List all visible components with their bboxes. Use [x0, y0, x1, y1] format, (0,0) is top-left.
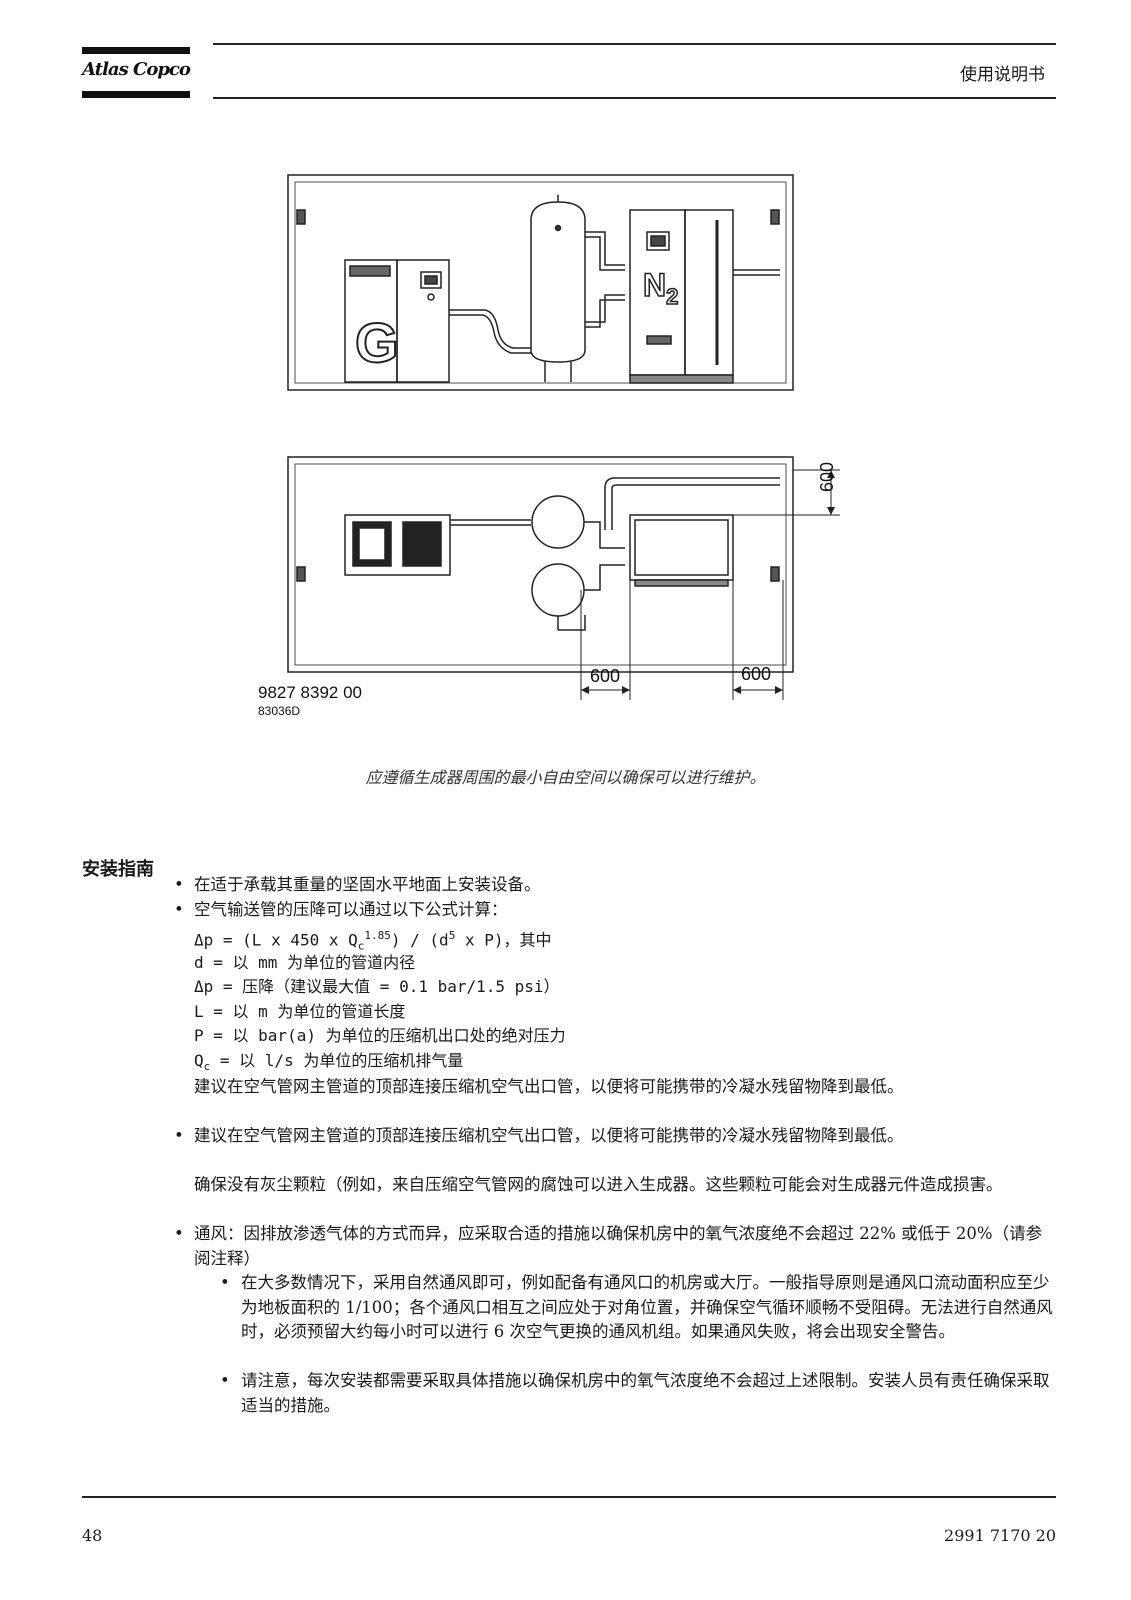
- page-number: 48: [82, 1526, 103, 1545]
- installation-diagram: G N2 600 600 600 9827 8392 00 83036D: [258, 174, 840, 718]
- formula: Δp = (L x 450 x Qc1.85) / (d5 x P)，其中: [194, 929, 552, 953]
- figure-caption: 应遵循生成器周围的最小自由空间以确保可以进行维护。: [365, 768, 766, 787]
- front-view: [287, 174, 840, 700]
- compressor-right-panel: [396, 259, 450, 383]
- dimension-600-bottom-left: 600: [590, 666, 620, 686]
- dimension-600-right: 600: [817, 462, 837, 492]
- receiver-tank-top: [531, 495, 585, 549]
- compressor-g-letter: G: [355, 311, 399, 374]
- drawing-id: 83036D: [258, 704, 300, 718]
- logo-bar-bottom: [82, 91, 190, 98]
- header-rule-bottom: [213, 97, 1056, 99]
- dimension-600-bottom-right: 600: [741, 664, 771, 684]
- bullet-marker: •: [174, 1126, 184, 1145]
- bullet-ventilation: 通风：因排放渗透气体的方式而异，应采取合适的措施以确保机房中的氧气浓度绝不会超过…: [194, 1224, 1043, 1268]
- section-title: 安装指南: [82, 859, 154, 880]
- generator-top: [629, 514, 734, 581]
- bullet-pressure-drop: 空气输送管的压降可以通过以下公式计算：: [194, 900, 508, 919]
- sub-bullet-marker: •: [220, 1371, 230, 1390]
- def-qc: Qc = 以 l/s 为单位的压缩机排气量: [194, 1051, 464, 1074]
- receiver-tank: [530, 201, 586, 363]
- manual-title: 使用说明书: [960, 65, 1045, 85]
- bullet-marker: •: [174, 875, 184, 894]
- wall-bracket-icon: [296, 209, 306, 225]
- def-p: P = 以 bar(a) 为单位的压缩机出口处的绝对压力: [194, 1026, 566, 1045]
- filter-tank-top: [531, 563, 585, 617]
- bullet-outlet-pipe: 建议在空气管网主管道的顶部连接压缩机空气出口管，以便将可能携带的冷凝水残留物降到…: [194, 1126, 904, 1145]
- def-d: d = 以 mm 为单位的管道内径: [194, 953, 416, 972]
- generator-right-panel: [684, 209, 734, 376]
- bullet-floor: 在适于承载其重量的坚固水平地面上安装设备。: [194, 875, 541, 894]
- sub-bullet-installer-responsibility: 请注意，每次安装都需要采取具体措施以确保机房中的氧气浓度绝不会超过上述限制。安装…: [241, 1371, 1050, 1415]
- para-dust: 确保没有灰尘颗粒（例如，来自压缩空气管网的腐蚀可以进入生成器。这些颗粒可能会对生…: [194, 1175, 1003, 1194]
- bullet-marker: •: [174, 900, 184, 919]
- def-dp: Δp = 压降（建议最大值 = 0.1 bar/1.5 psi）: [194, 977, 560, 996]
- atlas-copco-logo: Atlas Copco: [82, 47, 191, 101]
- footer-rule: [82, 1496, 1056, 1498]
- logo-text: Atlas Copco: [82, 59, 191, 80]
- part-number: 9827 8392 00: [258, 683, 362, 702]
- bullet-marker: •: [174, 1224, 184, 1243]
- compressor-top: [344, 514, 451, 576]
- para-after-defs: 建议在空气管网主管道的顶部连接压缩机空气出口管，以便将可能携带的冷凝水残留物降到…: [194, 1077, 904, 1096]
- sub-bullet-natural-ventilation: 在大多数情况下，采用自然通风即可，例如配备有通风口的机房或大厅。一般指导原则是通…: [241, 1273, 1053, 1341]
- generator-n2-label: N2: [643, 267, 678, 309]
- header-rule-top: [213, 43, 1056, 45]
- logo-bar-top: [82, 47, 190, 54]
- wall-bracket-icon: [770, 209, 780, 225]
- def-l: L = 以 m 为单位的管道长度: [194, 1002, 406, 1021]
- sub-bullet-marker: •: [220, 1273, 230, 1292]
- doc-number: 2991 7170 20: [944, 1526, 1056, 1545]
